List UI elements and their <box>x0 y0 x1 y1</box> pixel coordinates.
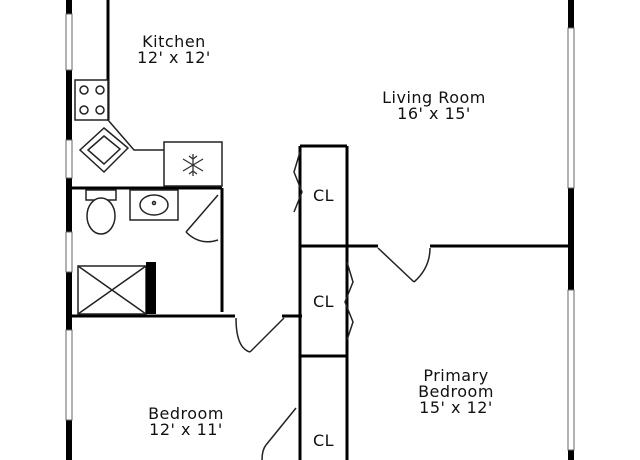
stove-burner-icon <box>74 79 109 121</box>
closet-label-1: CL <box>312 186 335 205</box>
closet-label-3: CL <box>312 431 335 450</box>
doors <box>185 194 431 460</box>
primary-bedroom-name-2: Bedroom <box>418 382 494 401</box>
toilet-icon <box>85 189 117 235</box>
primary-bedroom-name-1: Primary <box>423 366 489 385</box>
primary-bedroom-size: 15' x 12' <box>419 398 493 417</box>
shower-icon <box>77 265 147 315</box>
bedroom-label: Bedroom 12' x 11' <box>126 406 246 438</box>
sink-icon <box>129 189 179 221</box>
snowflake-icon <box>182 154 204 176</box>
closet-bifold-doors <box>293 151 354 341</box>
closet-label-2: CL <box>312 292 335 311</box>
bath-fixtures <box>77 189 179 315</box>
shower-wall <box>146 262 156 314</box>
living-room-name: Living Room <box>382 88 486 107</box>
kitchen-sink <box>78 127 130 174</box>
windows <box>65 13 575 451</box>
bedroom-name: Bedroom <box>148 404 224 423</box>
kitchen-label: Kitchen 12' x 12' <box>118 34 230 66</box>
kitchen-counter <box>107 119 223 187</box>
bedroom-size: 12' x 11' <box>149 420 223 439</box>
kitchen-size: 12' x 12' <box>137 48 211 67</box>
kitchen-name: Kitchen <box>142 32 206 51</box>
primary-bedroom-label: Primary Bedroom 15' x 12' <box>396 368 516 416</box>
living-room-label: Living Room 16' x 15' <box>364 90 504 122</box>
living-room-size: 16' x 15' <box>397 104 471 123</box>
